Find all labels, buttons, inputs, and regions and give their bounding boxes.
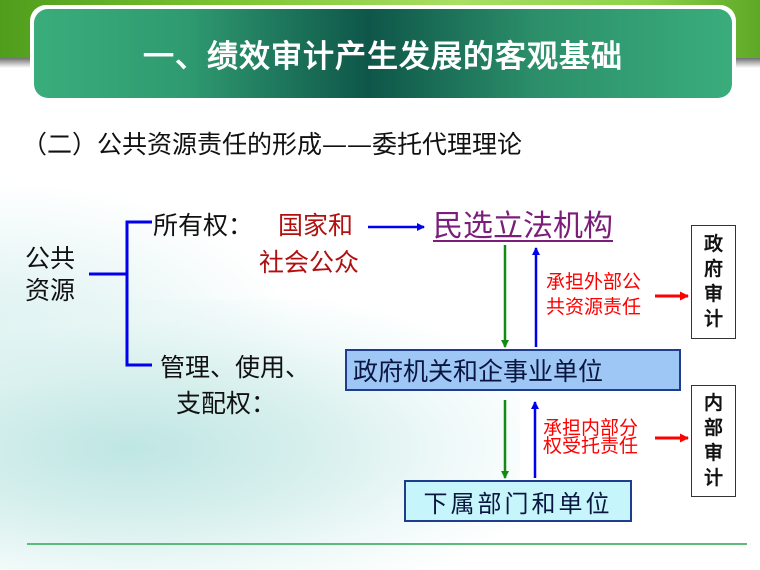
hierarchy-bracket xyxy=(89,220,152,367)
ownership-label: 所有权： xyxy=(153,211,254,240)
title-banner: 一、绩效审计产生发展的客观基础 xyxy=(34,9,732,98)
owner-line-1: 国家和 xyxy=(278,211,354,240)
internal-responsibility-line-1: 承担内部分 xyxy=(543,417,639,439)
owner-line-2: 社会公众 xyxy=(259,248,360,277)
government-audit-char: 府 xyxy=(703,258,723,280)
root-line-2: 资源 xyxy=(25,276,76,305)
root-node: 公共 资源 xyxy=(25,243,75,307)
root-line-1: 公共 xyxy=(25,244,76,273)
government-box-label: 政府机关和企事业单位 xyxy=(353,357,604,386)
internal-audit-char: 计 xyxy=(703,467,723,489)
external-responsibility-line-1: 承担外部公 xyxy=(546,271,642,293)
internal-audit-char: 部 xyxy=(703,417,723,439)
water-ripple-background-lower xyxy=(0,300,520,570)
internal-responsibility-line-2: 权受托责任 xyxy=(543,435,639,457)
external-responsibility-label: 承担外部公 共资源责任 xyxy=(546,270,641,320)
subordinate-box: 下属部门和单位 xyxy=(404,480,632,522)
management-label-line-2: 支配权： xyxy=(176,389,277,418)
internal-audit-char: 审 xyxy=(703,442,723,464)
external-responsibility-line-2: 共资源责任 xyxy=(546,296,642,318)
slide-subtitle: （二）公共资源责任的形成——委托代理理论 xyxy=(22,130,523,159)
internal-audit-box: 内 部 审 计 xyxy=(691,385,736,497)
management-label-line-1: 管理、使用、 xyxy=(160,353,311,382)
internal-audit-char: 内 xyxy=(703,392,723,414)
government-audit-char: 审 xyxy=(703,283,723,305)
government-box: 政府机关和企事业单位 xyxy=(345,349,681,391)
internal-responsibility-label: 承担内部分 权受托责任 xyxy=(543,417,639,457)
government-audit-char: 计 xyxy=(703,308,723,330)
legislature-node: 民选立法机构 xyxy=(433,209,613,244)
footer-divider xyxy=(27,543,747,545)
subordinate-box-label: 下属部门和单位 xyxy=(423,489,613,518)
government-audit-box: 政 府 审 计 xyxy=(691,225,736,339)
government-audit-char: 政 xyxy=(703,233,723,255)
slide-title: 一、绩效审计产生发展的客观基础 xyxy=(143,39,623,75)
